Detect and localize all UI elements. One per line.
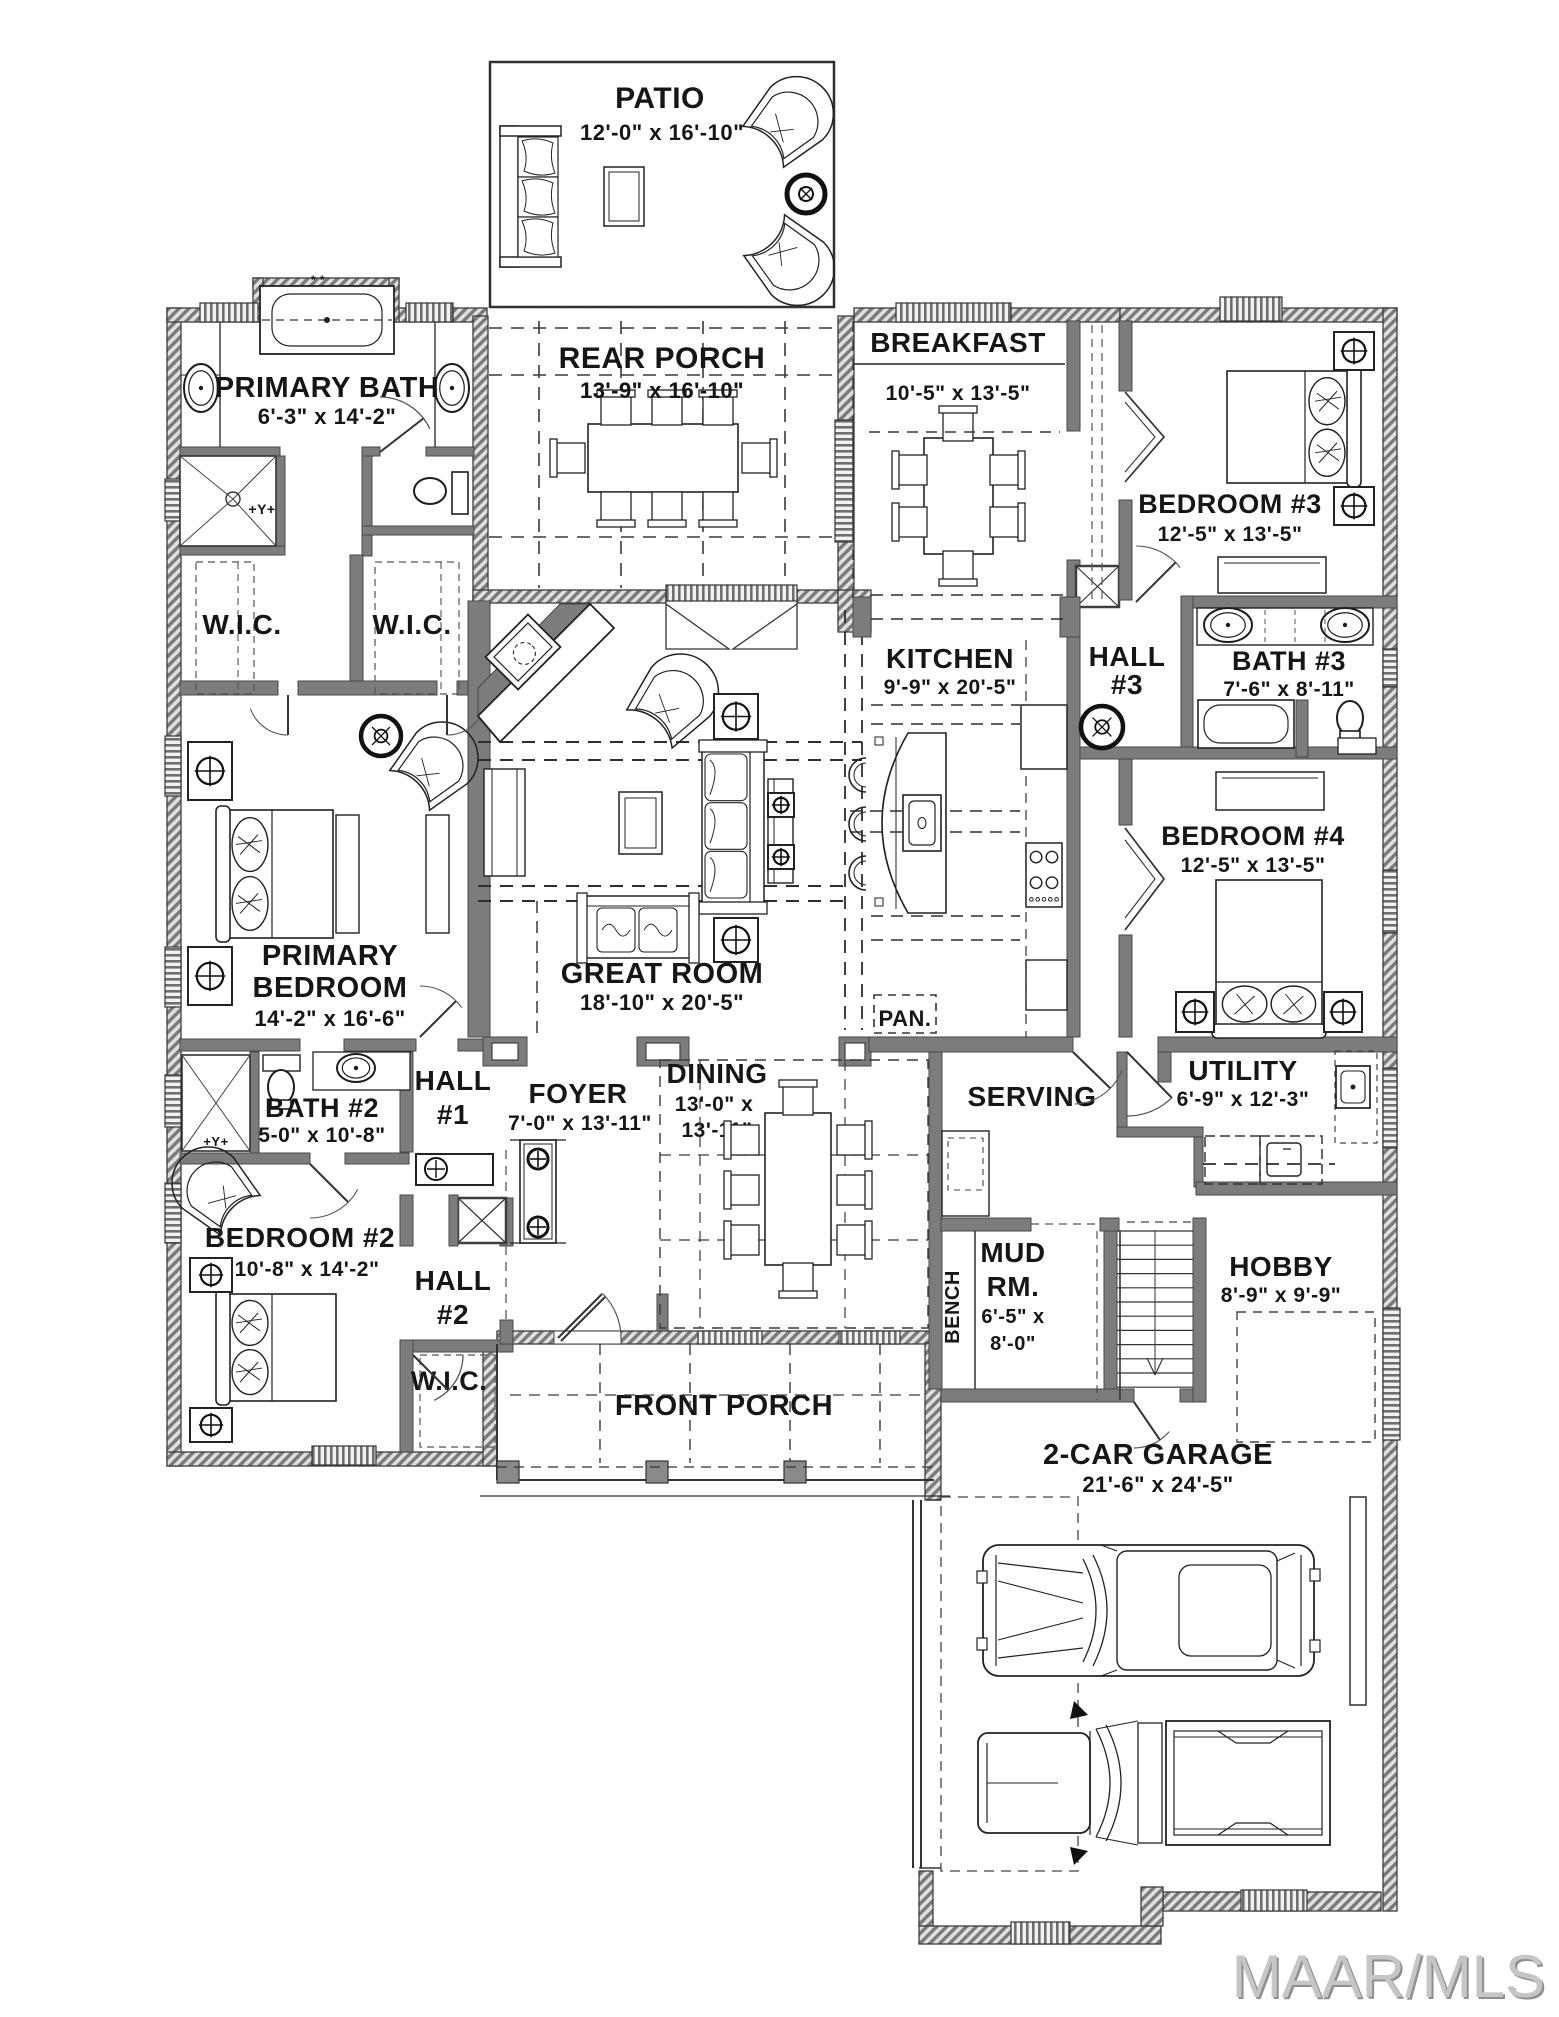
svg-text:MAAR/MLS: MAAR/MLS [1234, 1945, 1547, 2012]
svg-text:12'-5" x 13'-5": 12'-5" x 13'-5" [1181, 854, 1326, 877]
svg-text:13'-0" x: 13'-0" x [675, 1093, 754, 1116]
svg-text:BEDROOM #2: BEDROOM #2 [205, 1222, 395, 1253]
svg-text:HOBBY: HOBBY [1229, 1251, 1333, 1282]
svg-text:HALL: HALL [1089, 641, 1166, 672]
svg-text:#3: #3 [1111, 669, 1143, 700]
svg-text:#2: #2 [437, 1299, 469, 1330]
svg-text:5-0" x 10'-8": 5-0" x 10'-8" [258, 1124, 385, 1147]
svg-text:W.I.C.: W.I.C. [411, 1366, 488, 1396]
svg-text:2-CAR GARAGE: 2-CAR GARAGE [1043, 1439, 1273, 1471]
svg-text:HALL: HALL [415, 1265, 492, 1296]
svg-text:RM.: RM. [987, 1271, 1040, 1302]
svg-text:BATH #3: BATH #3 [1232, 646, 1346, 676]
svg-text:BENCH: BENCH [942, 1270, 964, 1344]
svg-text:REAR PORCH: REAR PORCH [559, 342, 766, 375]
svg-text:PRIMARY: PRIMARY [262, 940, 398, 972]
svg-text:FOYER: FOYER [529, 1078, 628, 1109]
svg-text:10'-5" x 13'-5": 10'-5" x 13'-5" [886, 382, 1031, 405]
svg-text:MUD: MUD [980, 1237, 1045, 1268]
svg-text:PRIMARY BATH: PRIMARY BATH [215, 372, 440, 404]
svg-text:KITCHEN: KITCHEN [886, 643, 1014, 674]
svg-text:* *: * * [311, 273, 325, 287]
svg-text:DINING: DINING [667, 1058, 768, 1089]
svg-text:6'-5" x: 6'-5" x [981, 1306, 1044, 1328]
svg-text:14'-2" x 16'-6": 14'-2" x 16'-6" [254, 1006, 405, 1031]
svg-text:BREAKFAST: BREAKFAST [870, 327, 1046, 358]
svg-text:12'-5" x 13'-5": 12'-5" x 13'-5" [1158, 523, 1303, 546]
svg-text:9'-9" x 20'-5": 9'-9" x 20'-5" [884, 676, 1017, 699]
svg-text:#1: #1 [437, 1099, 469, 1130]
svg-text:12'-0" x 16'-10": 12'-0" x 16'-10" [580, 120, 744, 145]
svg-text:W.I.C.: W.I.C. [202, 609, 281, 640]
svg-text:8'-9" x 9'-9": 8'-9" x 9'-9" [1221, 1284, 1341, 1307]
svg-text:MAAR/MLS: MAAR/MLS [1232, 1943, 1545, 2010]
svg-text:GREAT ROOM: GREAT ROOM [561, 958, 764, 990]
svg-text:13'-9" x 16'-10": 13'-9" x 16'-10" [580, 378, 744, 403]
svg-text:BEDROOM #4: BEDROOM #4 [1161, 821, 1345, 851]
svg-text:BEDROOM #3: BEDROOM #3 [1138, 489, 1322, 519]
svg-text:BATH #2: BATH #2 [265, 1093, 379, 1123]
svg-text:18'-10" x 20'-5": 18'-10" x 20'-5" [580, 990, 744, 1015]
svg-text:W.I.C.: W.I.C. [372, 609, 451, 640]
svg-text:PAN.: PAN. [879, 1006, 932, 1031]
svg-text:BEDROOM: BEDROOM [253, 972, 408, 1004]
svg-text:PATIO: PATIO [615, 82, 705, 115]
svg-text:8'-0": 8'-0" [990, 1333, 1036, 1355]
svg-text:+Y+: +Y+ [248, 501, 275, 517]
svg-text:7'-0" x 13'-11": 7'-0" x 13'-11" [508, 1112, 652, 1135]
svg-text:21'-6" x 24'-5": 21'-6" x 24'-5" [1082, 1472, 1233, 1497]
svg-text:6'-9" x 12'-3": 6'-9" x 12'-3" [1177, 1088, 1310, 1111]
svg-text:HALL: HALL [415, 1065, 492, 1096]
svg-text:10'-8" x 14'-2": 10'-8" x 14'-2" [235, 1258, 380, 1281]
svg-text:SERVING: SERVING [967, 1081, 1096, 1112]
svg-text:7'-6" x 8'-11": 7'-6" x 8'-11" [1223, 678, 1354, 701]
svg-text:+Y+: +Y+ [203, 1134, 228, 1149]
svg-text:UTILITY: UTILITY [1188, 1055, 1297, 1086]
svg-text:6'-3" x 14'-2": 6'-3" x 14'-2" [258, 404, 397, 429]
